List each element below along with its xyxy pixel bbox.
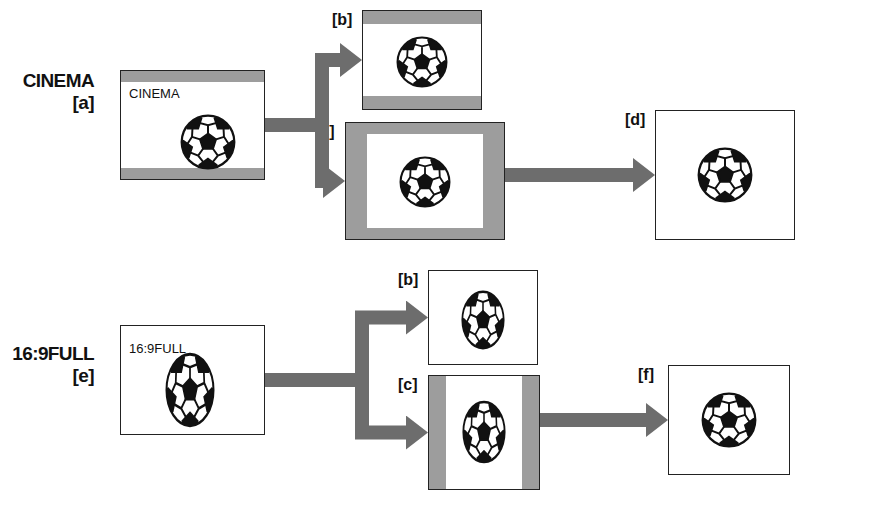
screen-frame: [b]	[362, 10, 482, 110]
flow-arrow	[505, 168, 633, 182]
panel-letter: [d]	[625, 111, 645, 129]
side-bar	[522, 375, 540, 490]
screen-frame: [b]	[428, 270, 538, 365]
flow-arrow	[265, 60, 340, 125]
letterbox-bar	[120, 70, 265, 82]
letterbox-bar	[362, 10, 482, 24]
mode-heading: 16:9FULL	[12, 344, 94, 365]
screen-frame: [f]	[668, 365, 790, 475]
flow-arrow	[540, 413, 646, 427]
screen-frame: 16:9FULL[e]16:9FULL	[120, 325, 265, 435]
screen-frame: [d]	[655, 110, 795, 240]
panel-letter: [c]	[315, 123, 335, 141]
panel-letter: [b]	[398, 271, 418, 289]
mode-letter: [e]	[73, 366, 94, 387]
flow-arrow	[265, 318, 406, 381]
soccer-ball	[174, 110, 242, 175]
window-frame	[345, 122, 505, 240]
soccer-ball	[160, 347, 221, 435]
panel-letter: [b]	[332, 11, 352, 29]
screen-overlay: 16:9FULL	[129, 342, 186, 356]
soccer-ball	[691, 143, 759, 208]
soccer-ball	[457, 396, 510, 470]
soccer-ball	[390, 33, 453, 93]
soccer-ball	[695, 388, 763, 453]
side-bar	[428, 375, 446, 490]
screen-frame: [c]	[428, 375, 540, 490]
letterbox-bar	[362, 96, 482, 110]
panel-letter: [f]	[638, 366, 654, 384]
screen-overlay: CINEMA	[129, 87, 180, 101]
flow-arrow	[265, 125, 323, 181]
mode-heading: CINEMA	[23, 71, 94, 92]
screen-frame: CINEMA[a]CINEMA	[120, 70, 265, 180]
panel-letter: [c]	[398, 376, 418, 394]
flow-arrow	[265, 380, 406, 433]
letterbox-bar	[120, 168, 265, 180]
mode-letter: [a]	[73, 93, 94, 114]
soccer-ball	[456, 286, 509, 355]
soccer-ball	[393, 153, 456, 213]
screen-frame: [c]	[345, 122, 505, 240]
